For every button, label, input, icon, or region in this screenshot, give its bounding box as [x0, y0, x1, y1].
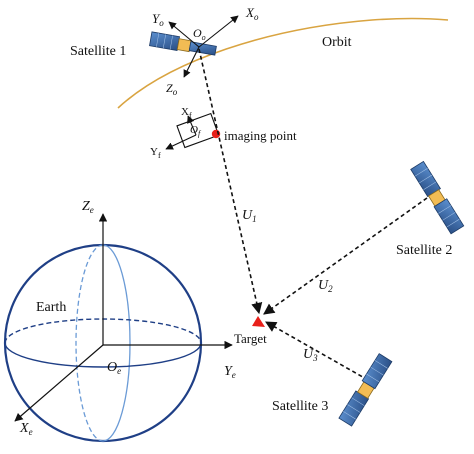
orbit-curve	[117, 17, 449, 109]
earth-frame-origin-label: Oe	[107, 360, 121, 376]
focal-frame-axes	[165, 115, 197, 150]
orbit-frame-axes	[168, 15, 239, 78]
focal-frame-x-label: Xf	[181, 106, 192, 120]
vector-u3-arrow	[265, 321, 369, 381]
earth-label: Earth	[36, 300, 66, 315]
target-label: Target	[234, 331, 267, 346]
vector-u2-label: U2	[318, 278, 333, 294]
orbit-label: Orbit	[322, 35, 352, 50]
earth-frame-x-label: Xe	[19, 421, 33, 437]
earth-frame-y-label: Ye	[224, 364, 236, 380]
orbit-frame-y-label: Yo	[152, 11, 164, 28]
focal-frame-y-label: Yf	[150, 146, 161, 160]
imaging-point-label: imaging point	[224, 128, 297, 143]
satellite-2-label: Satellite 2	[396, 243, 452, 258]
satellite-3-label: Satellite 3	[272, 399, 328, 414]
earth-frame-axes	[14, 213, 233, 422]
satellite-2-icon	[410, 160, 465, 235]
vector-u3-label: U3	[303, 347, 318, 363]
vector-u2-arrow	[263, 197, 428, 315]
orbit-frame-origin-label: Oo	[193, 26, 206, 42]
vector-u1-arrow	[198, 48, 263, 315]
orbit-frame-z-label: Zo	[166, 81, 178, 97]
earth-frame-z-label: Ze	[82, 199, 94, 215]
satellite-1-icon	[149, 31, 217, 56]
vector-u1-label: U1	[242, 208, 257, 224]
focal-frame-origin-label: Of	[190, 124, 202, 138]
satellite-1-label: Satellite 1	[70, 44, 126, 59]
orbit-frame-x-label: Xo	[245, 5, 259, 22]
satellite-3-icon	[338, 353, 393, 427]
target-marker	[252, 316, 265, 327]
